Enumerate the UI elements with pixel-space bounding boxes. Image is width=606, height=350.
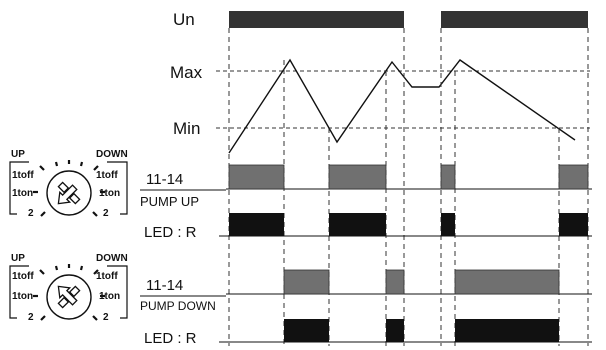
un-bar-2 xyxy=(441,11,588,28)
un-bar-1 xyxy=(229,11,404,28)
pump-down-led-label: LED : R xyxy=(144,330,197,347)
knob-down-left-1: 1toff xyxy=(12,271,34,282)
pump-up-mode-label: PUMP UP xyxy=(140,194,199,209)
pump-up-led-pulses xyxy=(229,213,588,236)
knob-up-left-2: 1ton xyxy=(12,188,33,199)
un-label: Un xyxy=(173,10,195,29)
pump-down-relay-pulse xyxy=(454,269,560,295)
pump-up-relay-pulse xyxy=(440,164,456,190)
pump-down-led-pulse xyxy=(455,319,559,342)
knob-diagram-down: UP DOWN 1toff 1ton 2 1toff 1ton 2 xyxy=(9,253,128,323)
knob-up-right-title: DOWN xyxy=(96,149,128,160)
pump-down-led-pulse xyxy=(284,319,329,342)
level-waveform xyxy=(228,58,576,154)
knob-up-left-3: 2 xyxy=(28,208,34,219)
pump-down-relay-label: 11-14 xyxy=(146,277,183,294)
pump-up-relay-pulses xyxy=(228,164,589,190)
pump-up-relay-pulse xyxy=(228,164,285,190)
pump-up-led-pulse xyxy=(329,213,386,236)
pump-down-mode-label: PUMP DOWN xyxy=(140,299,216,313)
knob-up-left-title: UP xyxy=(11,149,25,160)
knob-up-left-bracket xyxy=(9,161,29,215)
knob-up-right-3: 2 xyxy=(103,208,109,219)
knob-up-right-1: 1toff xyxy=(96,170,118,181)
knob-down-right-title: DOWN xyxy=(96,253,128,264)
pump-down-relay-pulse xyxy=(283,269,330,295)
knob-down-left-3: 2 xyxy=(28,312,34,323)
pump-up-relay-label: 11-14 xyxy=(146,171,183,188)
knob-down-right-3: 2 xyxy=(103,312,109,323)
knob-down-right-1: 1toff xyxy=(96,271,118,282)
knob-up-arrow-icon xyxy=(57,181,81,205)
pump-up-led-label: LED : R xyxy=(144,224,197,241)
knob-up-right-bracket xyxy=(107,161,128,215)
pump-down-led-pulses xyxy=(284,319,559,342)
pump-down-led-pulse xyxy=(386,319,404,342)
knob-down-left-title: UP xyxy=(11,253,25,264)
knob-up-right-2: 1ton xyxy=(99,188,120,199)
knob-down-arrow-icon xyxy=(57,285,81,309)
min-label: Min xyxy=(173,119,200,138)
knob-up-left-1: 1toff xyxy=(12,170,34,181)
pump-up-relay-pulse xyxy=(558,164,589,190)
knob-down-right-bracket xyxy=(107,265,128,319)
pump-up-led-pulse xyxy=(441,213,455,236)
pump-down-relay-pulses xyxy=(283,269,560,295)
pump-up-relay-pulse xyxy=(328,164,387,190)
max-label: Max xyxy=(170,63,203,82)
knob-diagram-up: UP DOWN 1toff 1ton 2 1toff 1ton 2 xyxy=(9,149,128,219)
pump-down-relay-pulse xyxy=(385,269,405,295)
pump-up-led-pulse xyxy=(229,213,284,236)
knob-down-left-bracket xyxy=(9,265,29,319)
pump-up-led-pulse xyxy=(559,213,588,236)
knob-down-right-2: 1ton xyxy=(99,291,120,302)
knob-down-left-2: 1ton xyxy=(12,291,33,302)
